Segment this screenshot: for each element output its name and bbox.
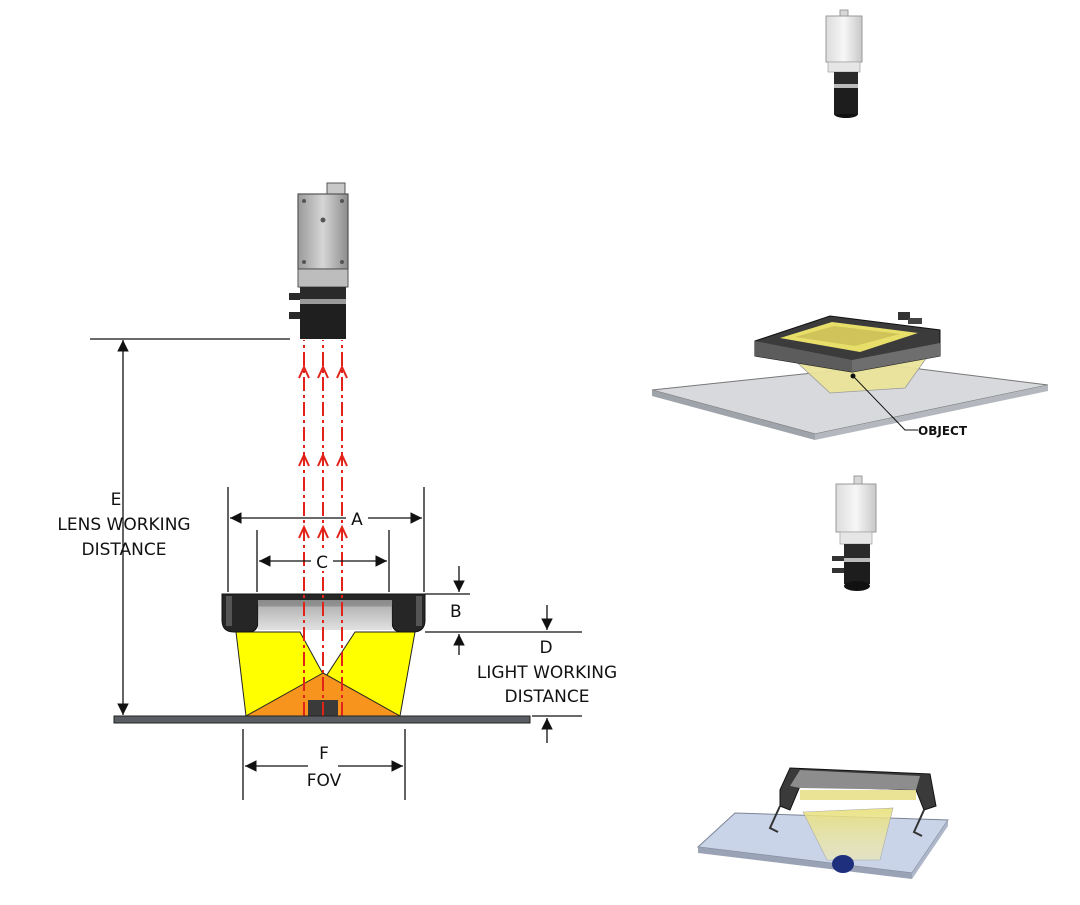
label-b: B: [450, 602, 462, 622]
label-c: C: [316, 553, 328, 573]
object-label: OBJECT: [918, 424, 968, 438]
base-plate: [113, 715, 531, 724]
light-working-line2: DISTANCE: [505, 687, 590, 707]
lens-working-line2: DISTANCE: [82, 540, 167, 560]
lens-working-line1: LENS WORKING: [57, 515, 190, 535]
iso-low-light-plate: [696, 767, 949, 879]
iso-camera-middle: [832, 475, 877, 591]
ring-light-housing: [221, 593, 426, 633]
label-a: A: [351, 510, 363, 530]
label-f: F: [319, 744, 329, 764]
ray-arrowheads: [298, 364, 348, 539]
label-fov: FOV: [307, 771, 342, 791]
light-working-line1: LIGHT WORKING: [477, 663, 617, 683]
dimension-lines: [90, 338, 582, 800]
light-cones: [235, 631, 416, 717]
main-camera: [289, 182, 349, 339]
label-e: E: [111, 490, 122, 510]
iso-ring-light-plate: OBJECT: [651, 312, 1049, 440]
label-d: D: [539, 638, 552, 658]
iso-camera-top: [825, 9, 863, 118]
